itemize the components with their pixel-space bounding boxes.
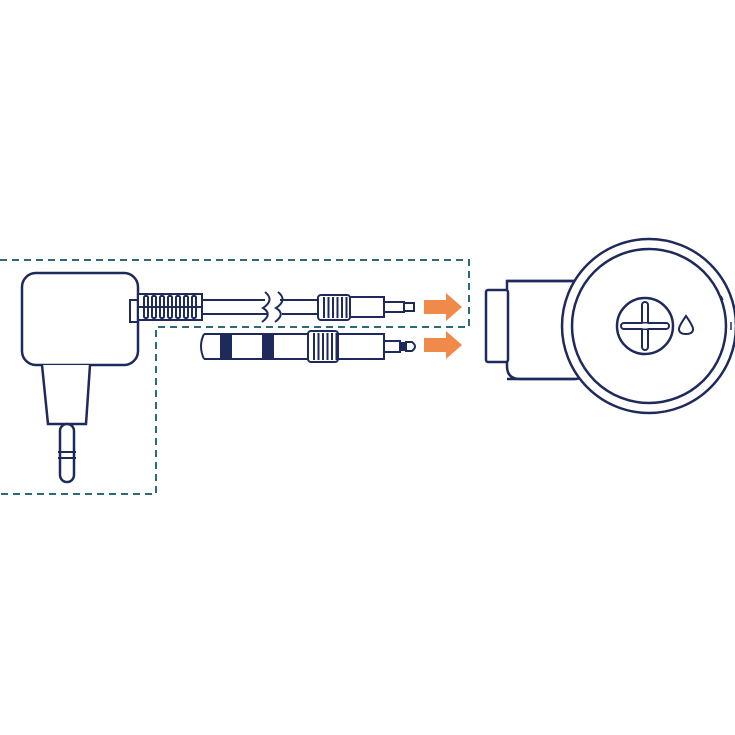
audio-jack-plug-icon [200, 330, 416, 363]
dpad-button-icon [615, 296, 675, 356]
audio-plug-insert-arrow [424, 331, 462, 359]
round-device-icon [484, 237, 735, 415]
drop-indicator-icon [677, 314, 695, 336]
dc-plug-insert-arrow [424, 293, 462, 321]
power-adapter-icon [20, 271, 140, 484]
strain-relief-ribs [138, 295, 202, 319]
dc-barrel-plug-icon [137, 291, 415, 323]
adapter-bundle-outline [0, 259, 470, 495]
